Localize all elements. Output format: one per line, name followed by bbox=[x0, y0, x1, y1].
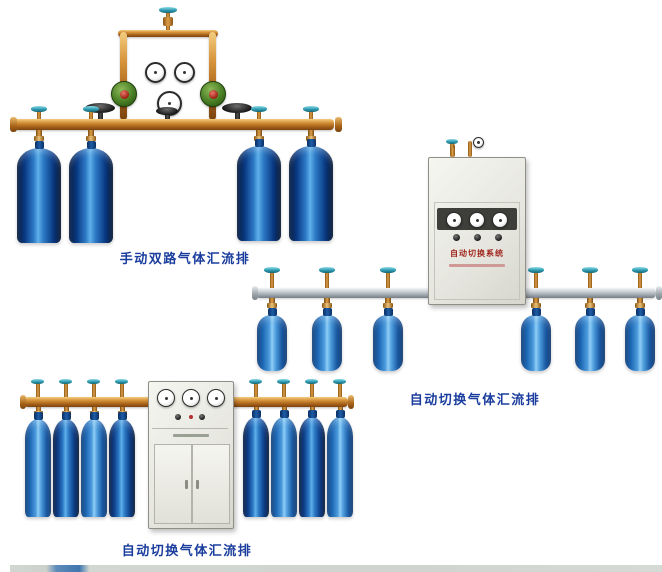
drop-pipe-right bbox=[209, 32, 216, 120]
cabinet-label: 自动切换系统 bbox=[450, 249, 504, 258]
cylinder-valve-handle-icon bbox=[319, 267, 335, 288]
gas-cylinder bbox=[257, 308, 287, 371]
cylinder-connector bbox=[86, 130, 96, 145]
control-knob bbox=[474, 234, 481, 241]
cylinder-valve-handle-icon bbox=[31, 379, 44, 397]
cabinet-top-valve-icon bbox=[446, 139, 458, 148]
gas-cylinder bbox=[271, 410, 297, 517]
cylinder-valve-handle-icon bbox=[303, 106, 319, 119]
cylinder-valve-handle-icon bbox=[632, 267, 648, 288]
product-photo-manual-dual-manifold: 手动双路气体汇流排 bbox=[10, 5, 342, 270]
valve-handwheel bbox=[222, 103, 252, 119]
valve-body bbox=[163, 17, 173, 26]
pressure-gauge bbox=[207, 389, 225, 407]
pressure-gauge bbox=[446, 212, 462, 228]
product-caption: 手动双路气体汇流排 bbox=[119, 251, 251, 266]
control-knob bbox=[199, 414, 205, 420]
header-pipe bbox=[118, 30, 218, 37]
cylinder-valve-handle-icon bbox=[251, 106, 267, 119]
cabinet-top-fitting bbox=[450, 144, 455, 157]
cylinder-valve-handle-icon bbox=[305, 379, 318, 397]
pressure-gauge bbox=[157, 389, 175, 407]
cylinder-connector bbox=[585, 298, 595, 310]
cabinet-door bbox=[192, 444, 230, 524]
pipe-end-cap bbox=[656, 286, 662, 300]
pipe-end-cap bbox=[348, 395, 354, 409]
valve-handwheel bbox=[85, 103, 115, 119]
top-valve-handle-icon bbox=[159, 7, 177, 30]
control-cabinet bbox=[148, 381, 234, 529]
cylinder-valve-handle-icon bbox=[380, 267, 396, 288]
gas-cylinder bbox=[299, 410, 325, 517]
pressure-regulator-right bbox=[200, 81, 226, 107]
cabinet-panel bbox=[434, 202, 520, 300]
product-photo-auto-switch-wall: 自动切换系统 自动切换气体汇流排 bbox=[250, 135, 662, 407]
cylinder-valve-handle-icon bbox=[249, 379, 262, 397]
cylinder-connector bbox=[322, 298, 332, 310]
pipe-end-cap bbox=[335, 117, 342, 132]
cabinet-top-fitting bbox=[468, 141, 472, 157]
gas-cylinder bbox=[243, 410, 269, 517]
control-knob bbox=[495, 234, 502, 241]
gas-cylinder bbox=[521, 308, 551, 371]
gas-cylinder bbox=[289, 139, 333, 241]
cylinder-connector bbox=[635, 298, 645, 310]
cylinder-valve-handle-icon bbox=[83, 106, 99, 119]
cylinder-valve-handle-icon bbox=[87, 379, 100, 397]
cylinder-connector bbox=[531, 298, 541, 310]
pipe-end-cap bbox=[20, 395, 26, 409]
gas-cylinder bbox=[69, 141, 113, 243]
pressure-gauge bbox=[473, 137, 484, 148]
manifold-main-pipe bbox=[14, 119, 334, 130]
gas-cylinder bbox=[312, 308, 342, 371]
gas-cylinder bbox=[373, 308, 403, 371]
drop-pipe-left bbox=[120, 32, 127, 120]
gas-cylinder bbox=[625, 308, 655, 371]
product-caption: 自动切换气体汇流排 bbox=[121, 543, 253, 558]
cabinet-door bbox=[154, 444, 192, 524]
gas-cylinder bbox=[25, 412, 51, 517]
cylinder-connector bbox=[306, 130, 316, 145]
cylinder-connector bbox=[254, 130, 264, 145]
gas-cylinder bbox=[53, 412, 79, 517]
gas-cylinder bbox=[575, 308, 605, 371]
gas-cylinder bbox=[237, 139, 281, 241]
control-cabinet: 自动切换系统 bbox=[428, 157, 526, 305]
pressure-gauge bbox=[145, 62, 166, 83]
cylinder-valve-handle-icon bbox=[333, 379, 346, 397]
cylinder-connector bbox=[383, 298, 393, 310]
cylinder-valve-handle-icon bbox=[59, 379, 72, 397]
valve-handwheel bbox=[156, 107, 178, 119]
pipe-end-cap bbox=[10, 117, 17, 132]
control-knob bbox=[453, 234, 460, 241]
control-knob bbox=[175, 414, 181, 420]
cylinder-valve-handle-icon bbox=[115, 379, 128, 397]
product-caption: 自动切换气体汇流排 bbox=[409, 392, 541, 407]
pressure-gauge bbox=[174, 62, 195, 83]
cabinet-fine-print bbox=[173, 434, 209, 437]
pipe-end-cap bbox=[252, 286, 258, 300]
cylinder-valve-handle-icon bbox=[582, 267, 598, 288]
pressure-gauge bbox=[182, 389, 200, 407]
pressure-regulator-left bbox=[111, 81, 137, 107]
cylinder-valve-handle-icon bbox=[528, 267, 544, 288]
pressure-gauge bbox=[469, 212, 485, 228]
indicator-light bbox=[189, 415, 193, 419]
cabinet-fine-print bbox=[449, 264, 505, 267]
cylinder-valve-handle-icon bbox=[277, 379, 290, 397]
gas-cylinder bbox=[327, 410, 353, 517]
gas-cylinder bbox=[109, 412, 135, 517]
cylinder-connector bbox=[267, 298, 277, 310]
gas-cylinder bbox=[17, 141, 61, 243]
pressure-gauge bbox=[492, 212, 508, 228]
cylinder-connector bbox=[34, 130, 44, 145]
cylinder-valve-handle-icon bbox=[31, 106, 47, 119]
product-photo-auto-switch-floor: 自动切换气体汇流排 bbox=[15, 375, 360, 567]
cylinder-valve-handle-icon bbox=[264, 267, 280, 288]
panel-divider bbox=[152, 428, 228, 429]
gas-cylinder bbox=[81, 412, 107, 517]
cropped-image-strip bbox=[0, 565, 662, 572]
